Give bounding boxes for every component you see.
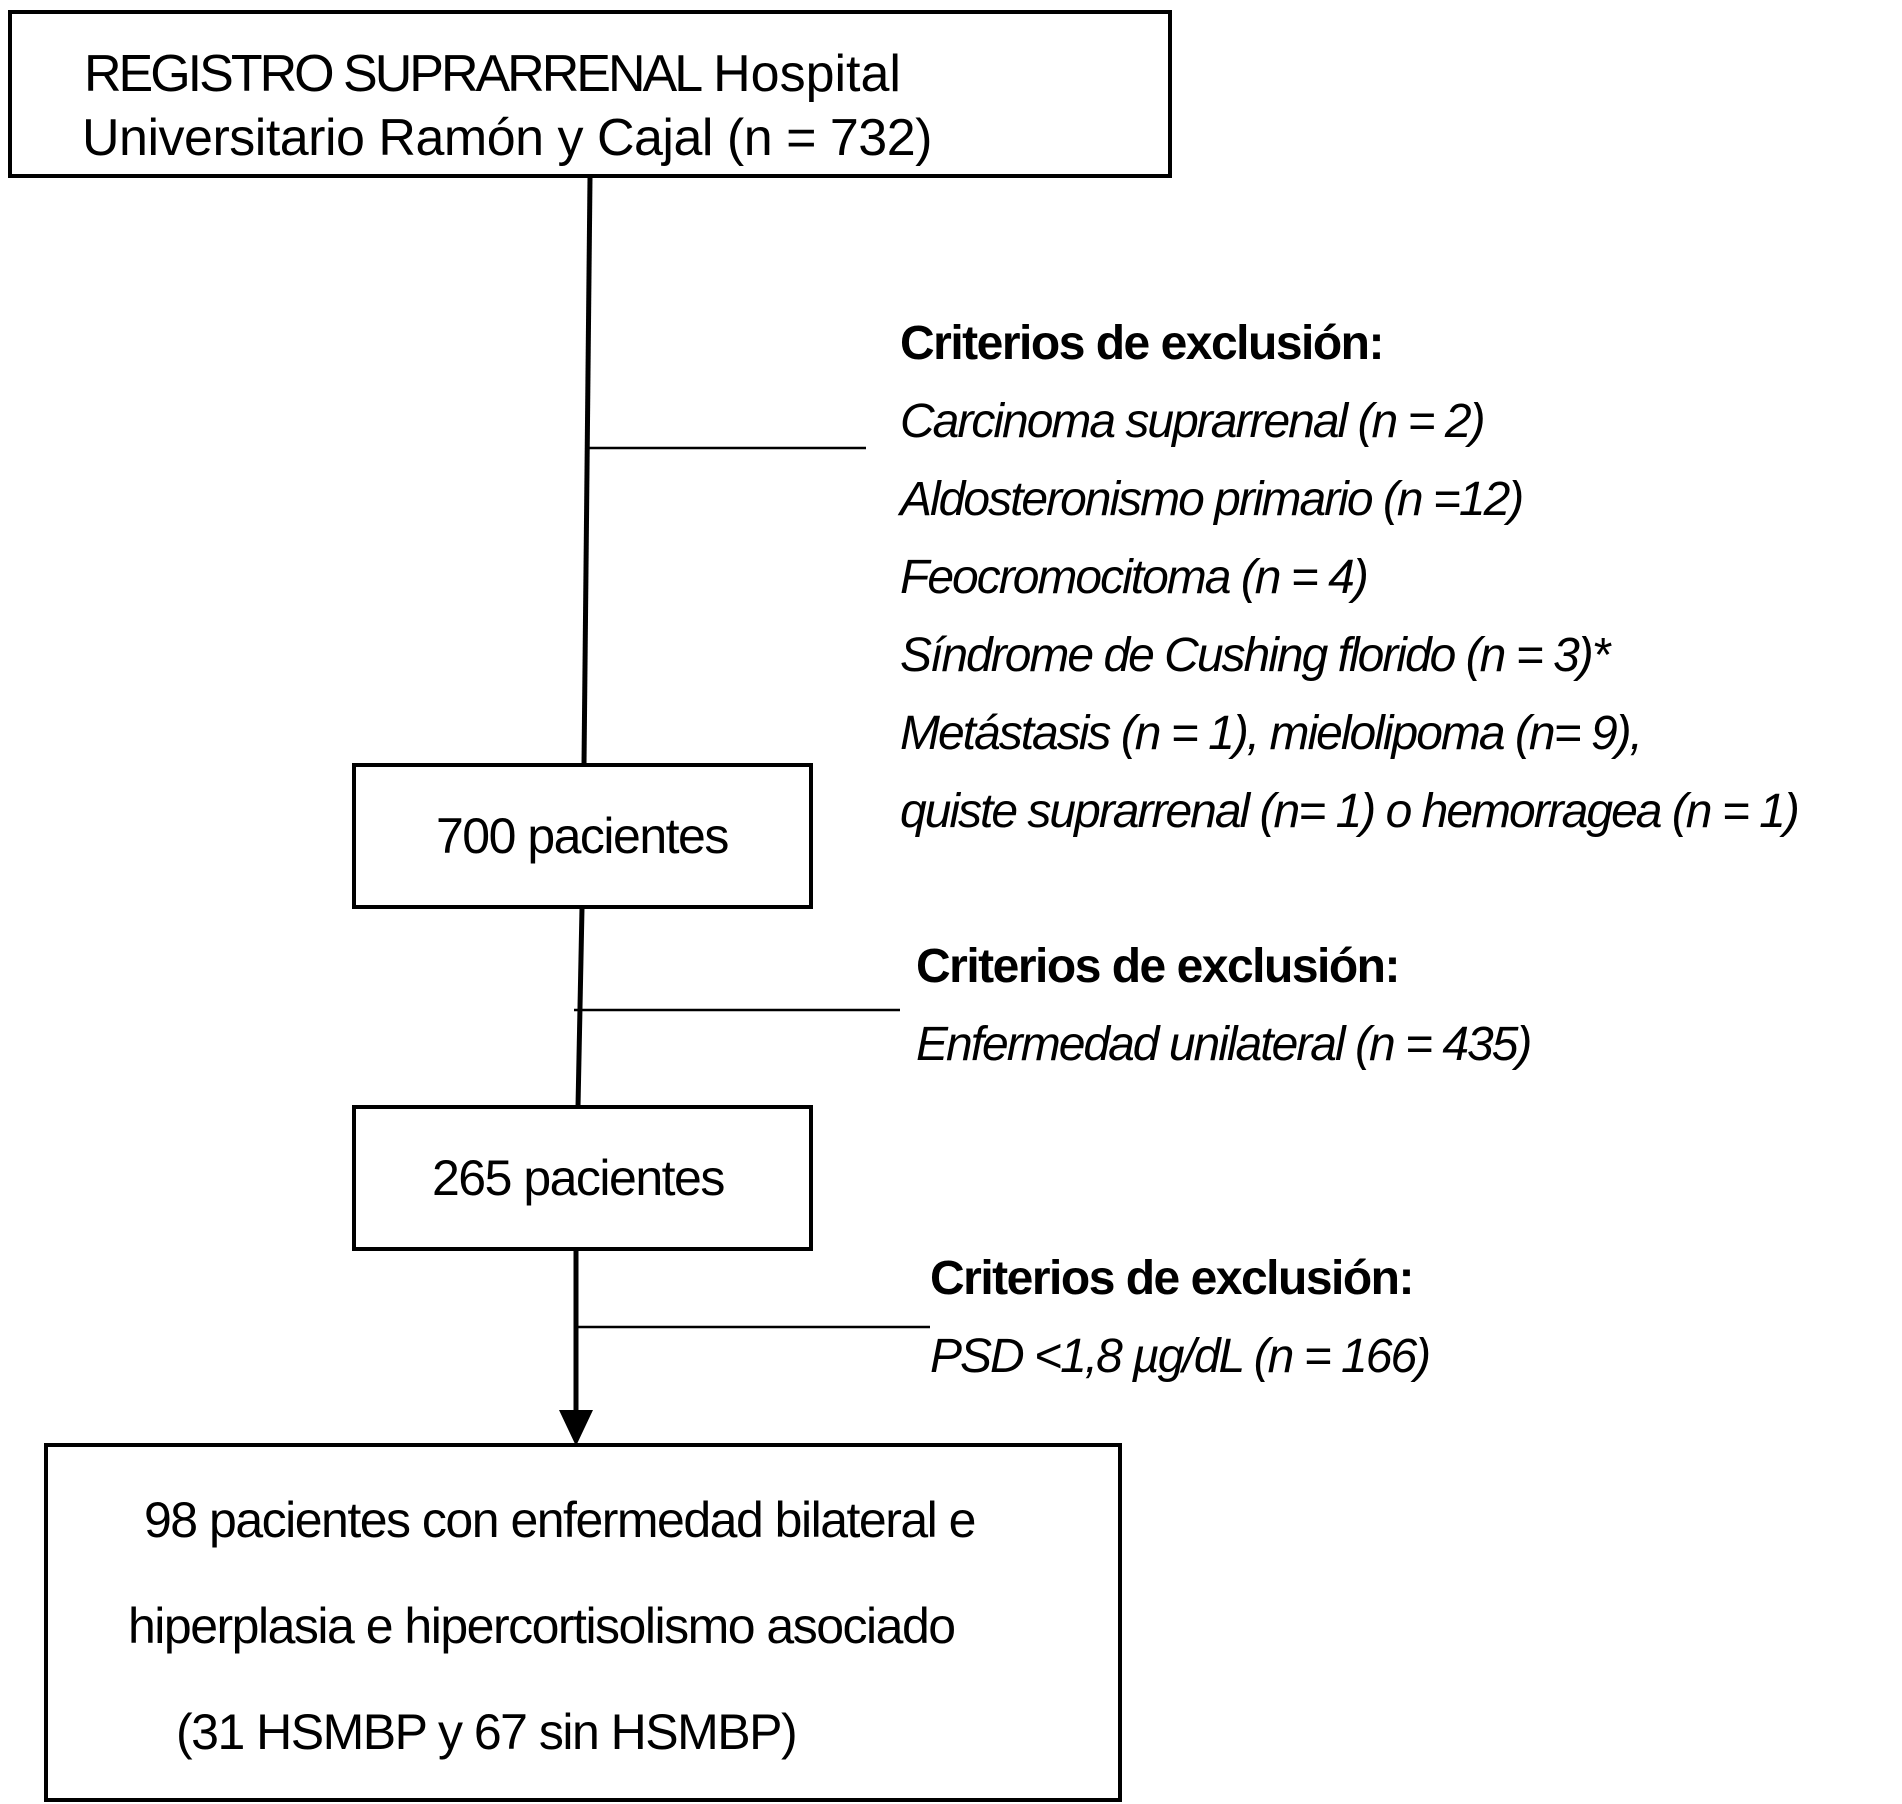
box-700-label: 700 pacientes (436, 808, 729, 864)
exclusion-criteria-2: Criterios de exclusión: Enfermedad unila… (916, 928, 1532, 1084)
arrow-head (559, 1410, 593, 1446)
box-700-patients: 700 pacientes (352, 763, 813, 909)
registry-box: REGISTRO SUPRARRENAL Hospital Universita… (8, 10, 1172, 178)
exclusion-item: Carcinoma suprarrenal (n = 2) (900, 395, 1486, 448)
exclusion-criteria-1: Criterios de exclusión: Carcinoma suprar… (900, 305, 1800, 851)
exclusion-item: Metástasis (n = 1), mielolipoma (n= 9), (900, 707, 1643, 760)
exclusion-criteria-3: Criterios de exclusión: PSD <1,8 µg/dL (… (930, 1240, 1431, 1396)
exclusion-heading: Criterios de exclusión: (930, 1252, 1414, 1305)
final-result-line2: hiperplasia e hipercortisolismo asociado (128, 1598, 956, 1654)
exclusion-item: PSD <1,8 µg/dL (n = 166) (930, 1330, 1431, 1383)
exclusion-heading: Criterios de exclusión: (900, 317, 1384, 370)
exclusion-item: Enfermedad unilateral (n = 435) (916, 1018, 1532, 1071)
box-265-patients: 265 pacientes (352, 1105, 813, 1251)
registry-hospital-word: Hospital (713, 45, 901, 103)
connector-700-to-265 (575, 907, 585, 1108)
exclusion-heading: Criterios de exclusión: (916, 940, 1400, 993)
exclusion-item: Feocromocitoma (n = 4) (900, 551, 1369, 604)
registry-name: REGISTRO SUPRARRENAL (84, 45, 703, 103)
registry-title-line1: REGISTRO SUPRARRENAL Hospital (84, 44, 901, 104)
exclusion-item: quiste suprarrenal (n= 1) o hemorragea (… (900, 785, 1800, 838)
final-result-line1: 98 pacientes con enfermedad bilateral e (144, 1492, 976, 1548)
connector-registry-to-700 (581, 176, 593, 766)
registry-title-line2: Universitario Ramón y Cajal (n = 732) (82, 109, 932, 167)
box-265-label: 265 pacientes (432, 1150, 725, 1206)
exclusion-item: Síndrome de Cushing florido (n = 3)* (900, 629, 1610, 682)
exclusion-item: Aldosteronismo primario (n =12) (900, 473, 1524, 526)
final-result-line3: (31 HSMBP y 67 sin HSMBP) (176, 1704, 798, 1760)
final-result-box: 98 pacientes con enfermedad bilateral e … (44, 1443, 1122, 1802)
